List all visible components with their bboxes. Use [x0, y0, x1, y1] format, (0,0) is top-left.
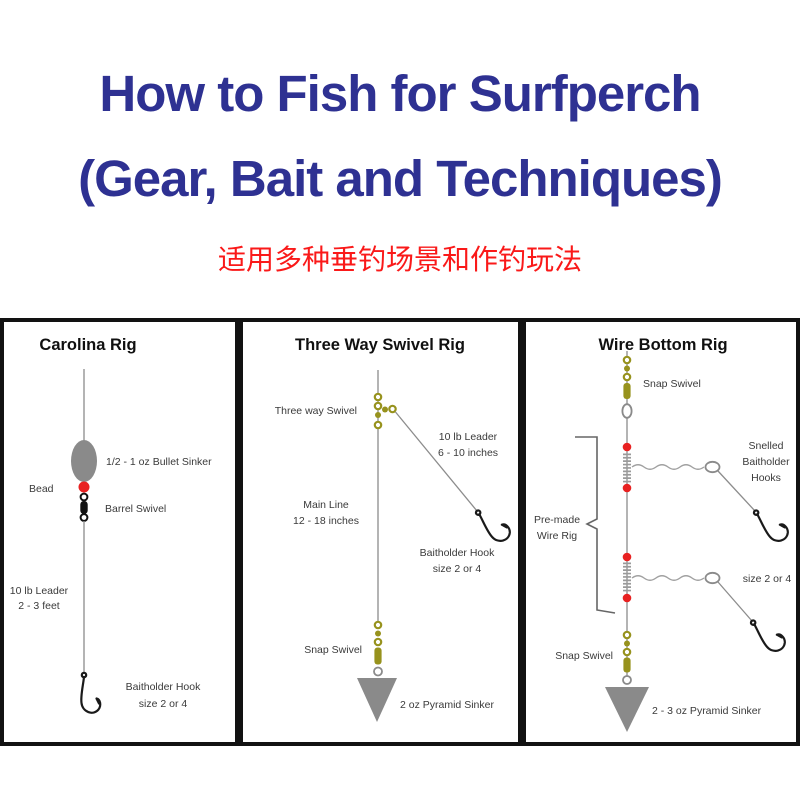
leader-line	[394, 411, 478, 512]
three-way-swivel-rig-diagram: Three Way Swivel Rig	[275, 336, 511, 722]
label-leader-1: 10 lb Leader	[439, 431, 498, 443]
label-snelled-2: Baitholder	[742, 456, 790, 468]
baitholder-hook-icon	[80, 671, 102, 714]
label-hook-2: size 2 or 4	[139, 698, 188, 710]
snell-line	[717, 581, 753, 622]
label-leader-2: 2 - 3 feet	[18, 600, 60, 612]
pyramid-sinker-shape	[605, 687, 649, 732]
label-snap-swivel-top: Snap Swivel	[643, 378, 701, 390]
panel-three-way-swivel-rig: Three Way Swivel Rig	[239, 318, 522, 746]
label-pyramid-sinker: 2 oz Pyramid Sinker	[400, 699, 494, 711]
snap-swivel-top-icon	[621, 355, 633, 419]
panel-title-carolina: Carolina Rig	[39, 336, 136, 354]
bead-shape	[78, 481, 90, 493]
label-snelled-3: Hooks	[751, 472, 781, 484]
label-main-line-1: Main Line	[303, 499, 349, 511]
panel-title-three-way: Three Way Swivel Rig	[295, 336, 465, 354]
label-leader-2: 6 - 10 inches	[438, 447, 498, 459]
baitholder-hook-icon	[474, 509, 511, 542]
snap-swivel-bottom-icon	[622, 630, 632, 685]
snell-line	[717, 470, 756, 512]
chinese-subtitle: 适用多种垂钓场景和作钓玩法	[217, 244, 582, 275]
red-bead-shape	[622, 593, 632, 603]
barrel-swivel-icon	[79, 492, 89, 522]
label-snelled-1: Snelled	[748, 440, 783, 452]
label-bullet-sinker: 1/2 - 1 oz Bullet Sinker	[106, 456, 212, 468]
panel-carolina-rig: Carolina Rig 1/2 - 1 oz Bullet Sinker Be…	[0, 318, 239, 746]
label-three-way-swivel: Three way Swivel	[275, 405, 357, 417]
twisted-wire-arm	[631, 464, 705, 470]
label-pyramid-sinker: 2 - 3 oz Pyramid Sinker	[652, 705, 762, 717]
page-title: How to Fish for Surfperch (Gear, Bait an…	[0, 52, 800, 221]
panel-title-wire-bottom: Wire Bottom Rig	[598, 336, 727, 354]
red-bead-shape	[622, 483, 632, 493]
label-barrel-swivel: Barrel Swivel	[105, 503, 166, 515]
snell-loop-shape	[704, 460, 721, 474]
red-bead-shape	[622, 552, 632, 562]
label-premade-1: Pre-made	[534, 514, 580, 526]
label-leader-1: 10 lb Leader	[10, 585, 69, 597]
label-snap-swivel: Snap Swivel	[304, 644, 362, 656]
bullet-sinker-shape	[71, 440, 97, 482]
label-hook-size: size 2 or 4	[743, 573, 792, 585]
snap-swivel-icon	[373, 620, 383, 677]
twisted-wire-arm	[631, 575, 705, 581]
page-title-line2: (Gear, Bait and Techniques)	[78, 149, 723, 207]
label-main-line-2: 12 - 18 inches	[293, 515, 359, 527]
red-bead-shape	[622, 442, 632, 452]
carolina-rig-diagram: Carolina Rig 1/2 - 1 oz Bullet Sinker Be…	[10, 336, 212, 714]
snelled-hook-icon	[749, 619, 786, 652]
page-title-line1: How to Fish for Surfperch	[99, 65, 701, 122]
label-bead: Bead	[29, 483, 54, 495]
label-hook-1: Baitholder Hook	[420, 547, 495, 559]
brace-bracket	[575, 436, 616, 614]
snell-loop-shape	[704, 571, 721, 585]
label-snap-swivel-bottom: Snap Swivel	[555, 650, 613, 662]
three-way-swivel-icon	[373, 392, 397, 430]
rig-diagram-strip: Carolina Rig 1/2 - 1 oz Bullet Sinker Be…	[0, 318, 800, 746]
label-hook-2: size 2 or 4	[433, 563, 482, 575]
label-hook-1: Baitholder Hook	[126, 681, 201, 693]
wire-bottom-rig-diagram: Wire Bottom Rig	[534, 336, 792, 732]
panel-wire-bottom-rig: Wire Bottom Rig	[522, 318, 800, 746]
label-premade-2: Wire Rig	[537, 530, 577, 542]
snelled-hook-icon	[752, 509, 789, 542]
pyramid-sinker-shape	[357, 678, 397, 722]
